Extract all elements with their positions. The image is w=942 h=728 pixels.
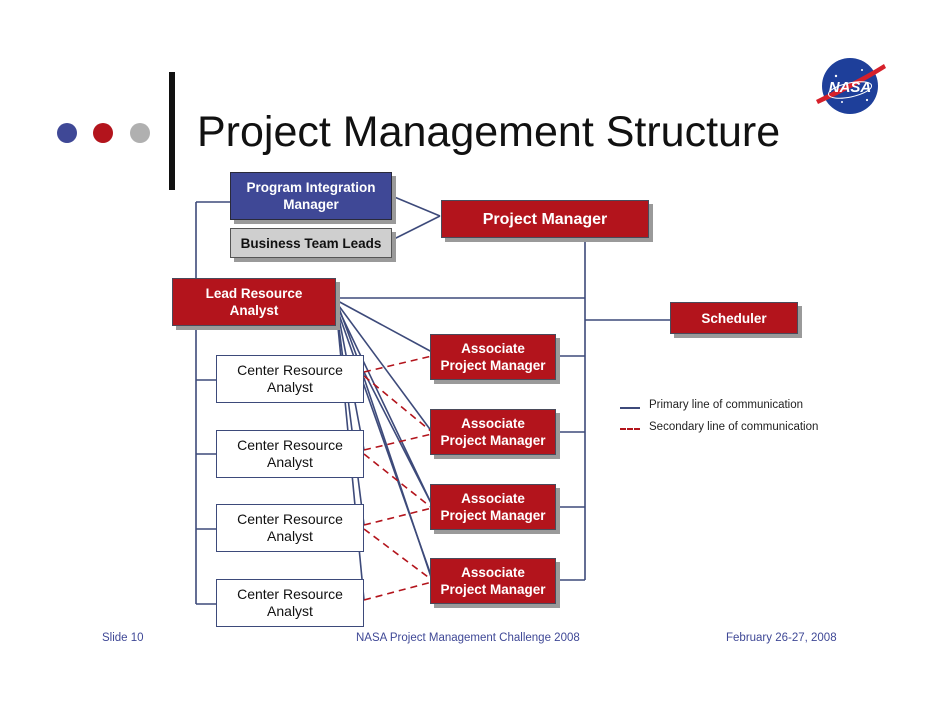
nasa-logo-text: NASA (829, 79, 872, 96)
footer-date: February 26-27, 2008 (726, 632, 837, 644)
associate-project-manager-box-1: Associate Project Manager (430, 334, 556, 380)
lead-resource-analyst-box: Lead Resource Analyst (172, 278, 336, 326)
grey-bullet-dot (130, 123, 150, 143)
center-resource-analyst-box-4: Center Resource Analyst (216, 579, 364, 627)
slide-title: Project Management Structure (197, 108, 781, 156)
legend-primary-swatch (620, 407, 640, 409)
center-resource-analyst-box-1: Center Resource Analyst (216, 355, 364, 403)
associate-project-manager-box-4: Associate Project Manager (430, 558, 556, 604)
legend-secondary-swatch (620, 428, 640, 430)
center-resource-analyst-box-3: Center Resource Analyst (216, 504, 364, 552)
title-accent-bar (169, 72, 175, 190)
associate-project-manager-box-3: Associate Project Manager (430, 484, 556, 530)
red-bullet-dot (93, 123, 113, 143)
slide-number: Slide 10 (102, 632, 144, 644)
associate-project-manager-box-2: Associate Project Manager (430, 409, 556, 455)
footer-event: NASA Project Management Challenge 2008 (356, 632, 580, 644)
legend-secondary-label: Secondary line of communication (649, 421, 819, 433)
blue-bullet-dot (57, 123, 77, 143)
program-integration-manager-box: Program Integration Manager (230, 172, 392, 220)
legend-primary-label: Primary line of communication (649, 399, 804, 411)
center-resource-analyst-box-2: Center Resource Analyst (216, 430, 364, 478)
business-team-leads-box: Business Team Leads (230, 228, 392, 258)
nasa-meatball-logo: NASA (812, 56, 888, 116)
scheduler-box: Scheduler (670, 302, 798, 334)
project-manager-box: Project Manager (441, 200, 649, 238)
